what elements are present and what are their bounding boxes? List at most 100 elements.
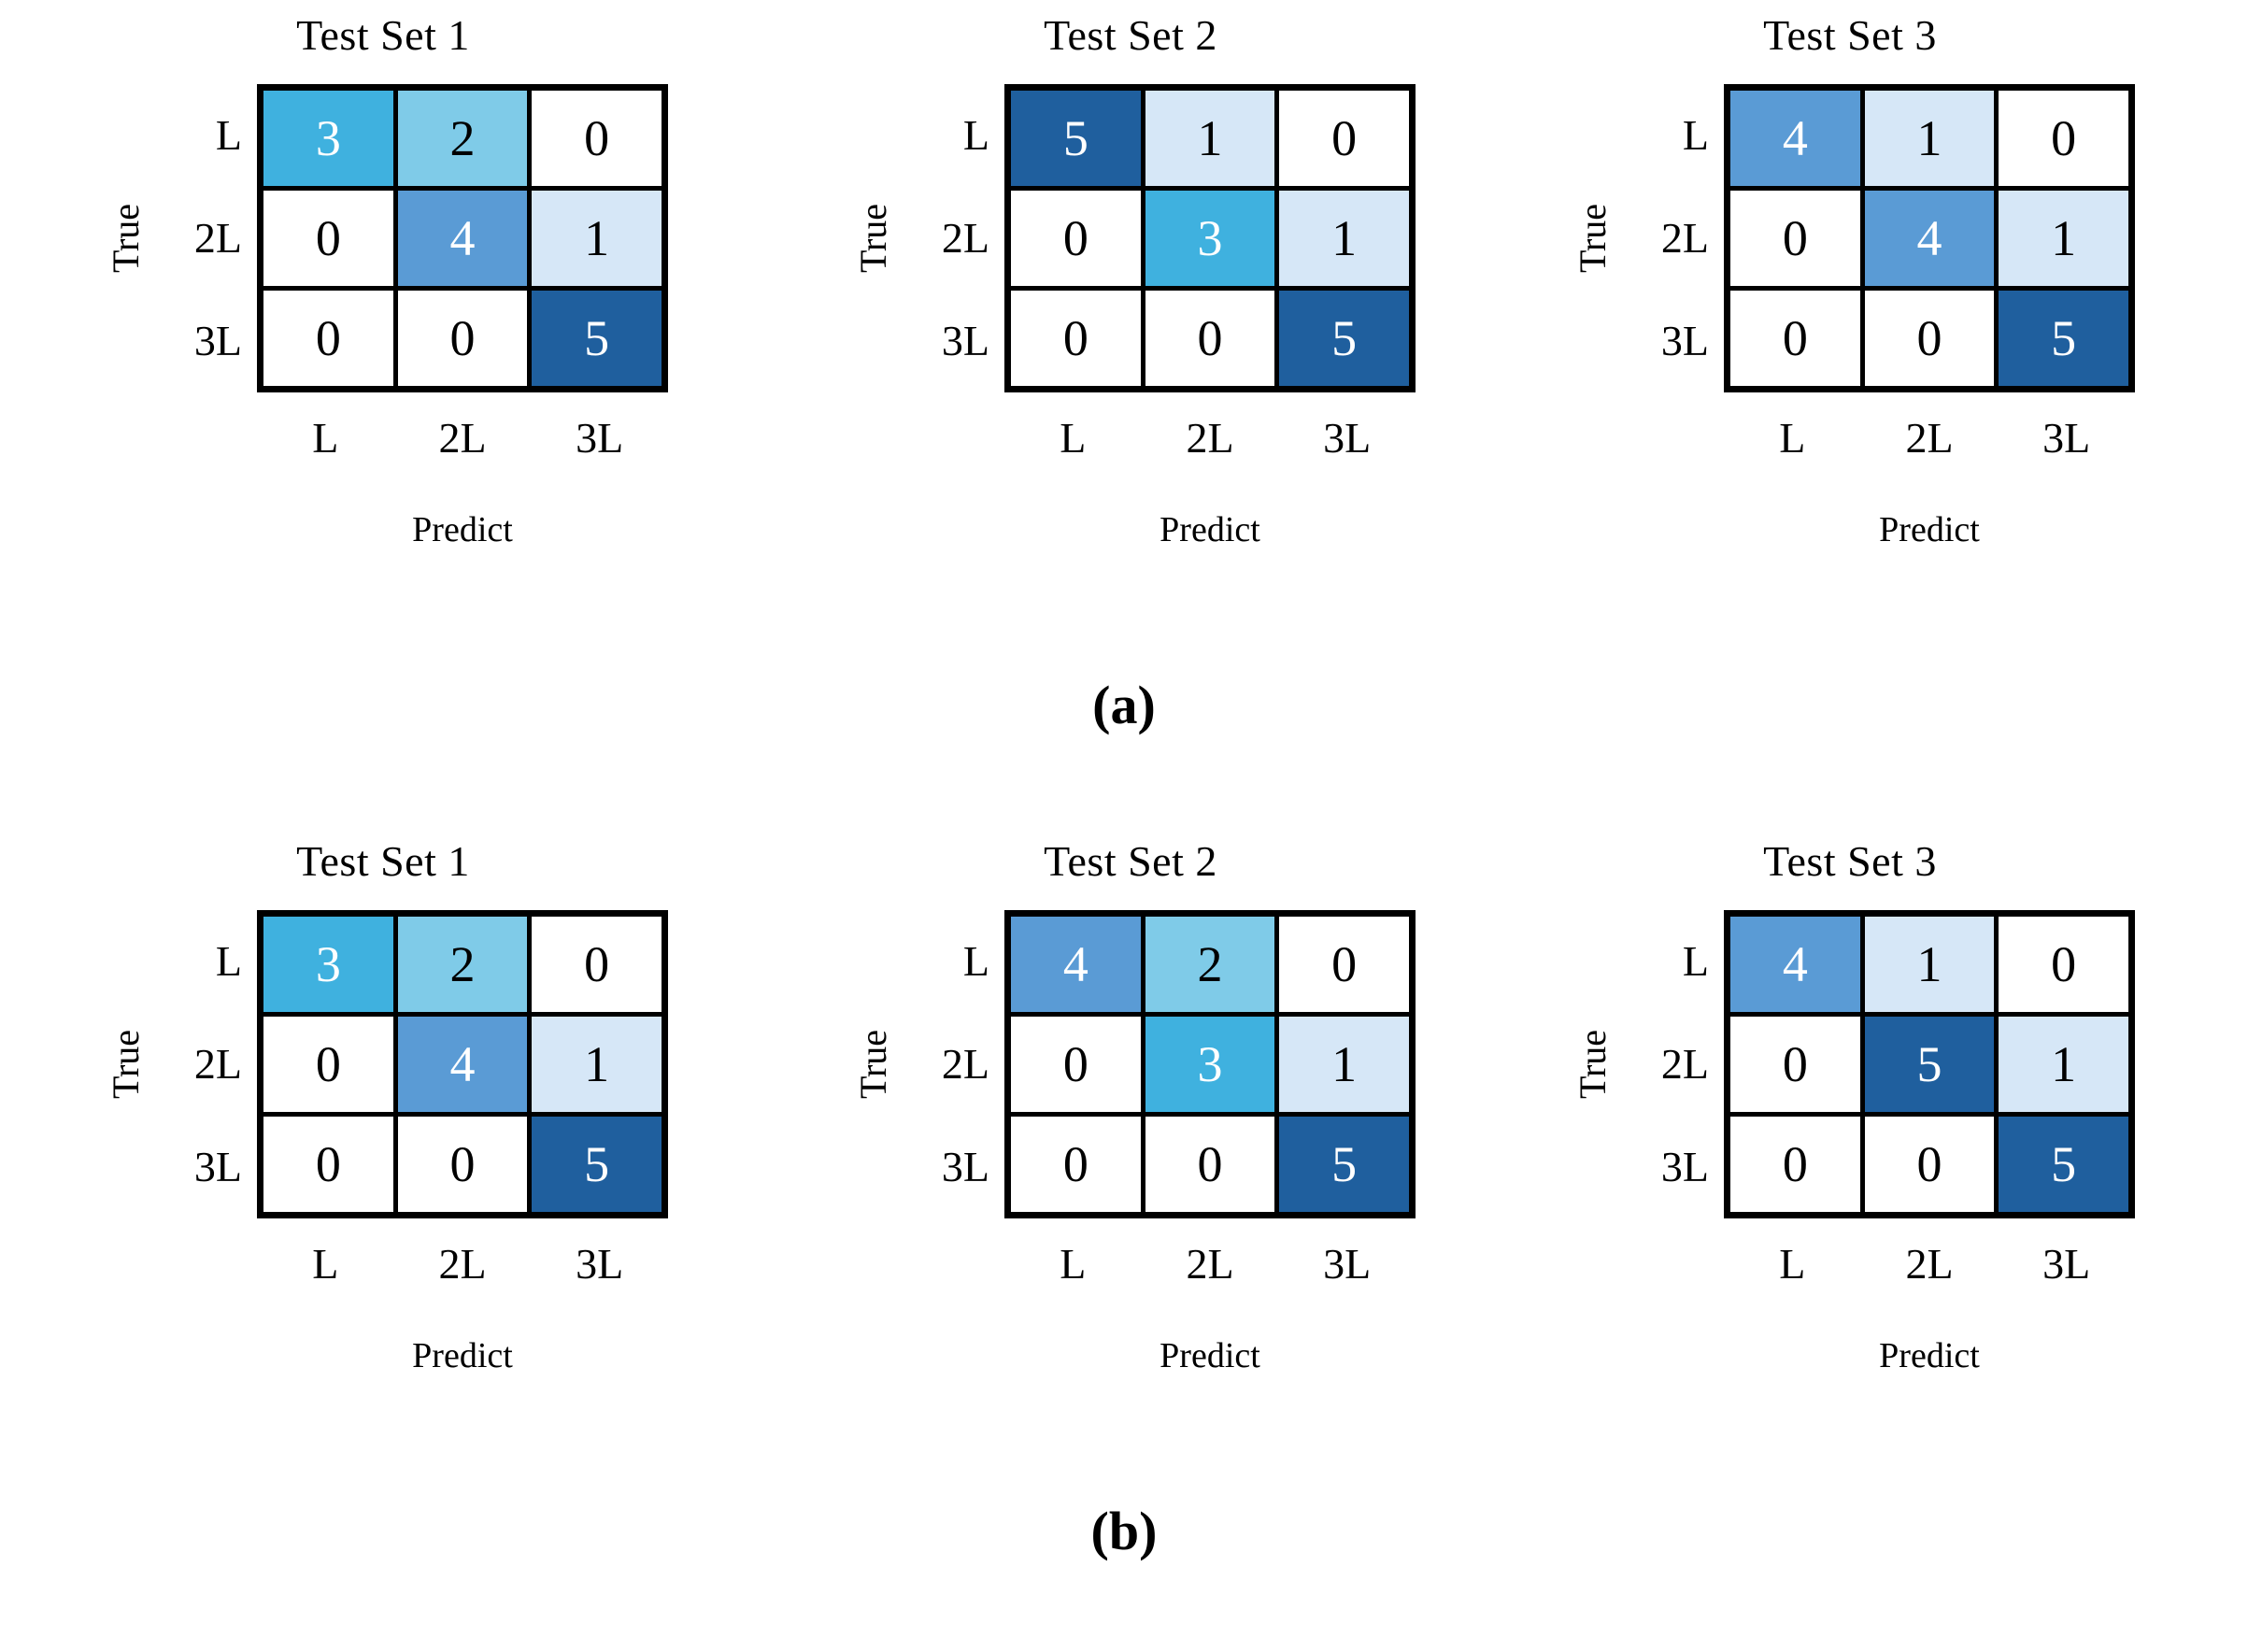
- row-label-2: 3L: [193, 1143, 242, 1190]
- column-labels: L 2L 3L: [1004, 1239, 1416, 1289]
- col-label-0: L: [312, 1240, 339, 1288]
- x-axis-label: Predict: [1160, 1336, 1260, 1375]
- matrix-cell-r0-c0: 3: [263, 91, 393, 186]
- col-label-2: 3L: [2042, 1240, 2091, 1288]
- matrix-cell-r0-c1: 2: [397, 917, 528, 1012]
- matrix-cell-r0-c0: 5: [1011, 91, 1141, 186]
- row-label-0: L: [1682, 111, 1709, 159]
- y-axis-label-text: True: [105, 203, 148, 274]
- col-label-2: 3L: [576, 1240, 624, 1288]
- matrix-cell-r1-c0: 0: [263, 191, 393, 286]
- matrix-cell-r0-c0: 4: [1011, 917, 1141, 1012]
- column-labels: L 2L 3L: [1724, 413, 2135, 463]
- x-axis-label: Predict: [1160, 510, 1260, 549]
- x-axis-label: Predict: [1879, 1336, 1980, 1375]
- matrix-cell-r2-c1: 0: [1145, 1117, 1275, 1212]
- matrix-cell-r1-c2: 1: [1279, 1017, 1409, 1112]
- matrix-title: Test Set 3: [1763, 11, 1937, 59]
- row-label-1: 2L: [1660, 214, 1709, 262]
- x-axis-label: Predict: [412, 1336, 513, 1375]
- col-label-0: L: [1779, 1240, 1806, 1288]
- col-label-1: 2L: [438, 414, 487, 462]
- y-axis-label-text: True: [105, 1029, 148, 1100]
- y-axis-label: True: [98, 84, 154, 392]
- y-axis-label-text: True: [852, 203, 895, 274]
- matrix-cell-r2-c0: 0: [1011, 1117, 1141, 1212]
- row-label-1: 2L: [1660, 1040, 1709, 1088]
- matrix-cell-r1-c1: 3: [1145, 191, 1275, 286]
- row-label-1: 2L: [193, 1040, 242, 1088]
- matrix-cell-r0-c1: 1: [1145, 91, 1275, 186]
- matrix-cell-r2-c0: 0: [263, 1117, 393, 1212]
- matrix-cell-r0-c0: 4: [1730, 91, 1860, 186]
- matrix-cell-r0-c2: 0: [532, 91, 662, 186]
- column-labels: L 2L 3L: [1004, 413, 1416, 463]
- matrix-cell-r1-c2: 1: [532, 191, 662, 286]
- row-label-1: 2L: [193, 214, 242, 262]
- y-axis-label: True: [1565, 84, 1621, 392]
- matrix-cell-r2-c1: 0: [397, 291, 528, 386]
- matrix-cell-r2-c1: 0: [1864, 1117, 1995, 1212]
- col-label-2: 3L: [1323, 414, 1372, 462]
- matrix-cell-r0-c2: 0: [1279, 91, 1409, 186]
- row-labels: L 2L 3L: [1627, 84, 1713, 392]
- column-labels: L 2L 3L: [257, 413, 668, 463]
- col-label-0: L: [312, 414, 339, 462]
- matrix-cell-r1-c2: 1: [1999, 1017, 2128, 1112]
- matrix-cell-r2-c1: 0: [397, 1117, 528, 1212]
- matrix-cell-r1-c0: 0: [1011, 1017, 1141, 1112]
- matrix-cell-r1-c2: 1: [1279, 191, 1409, 286]
- panel-caption-b: (b): [1090, 1501, 1158, 1561]
- y-axis-label-text: True: [1572, 1029, 1615, 1100]
- col-label-0: L: [1060, 414, 1087, 462]
- row-label-2: 3L: [1660, 317, 1709, 364]
- matrix-cell-r2-c2: 5: [1279, 291, 1409, 386]
- row-label-0: L: [215, 937, 242, 985]
- row-labels: L 2L 3L: [907, 84, 993, 392]
- row-label-0: L: [215, 111, 242, 159]
- matrix-cell-r1-c1: 3: [1145, 1017, 1275, 1112]
- col-label-1: 2L: [438, 1240, 487, 1288]
- matrix-cell-r0-c1: 2: [397, 91, 528, 186]
- col-label-1: 2L: [1186, 414, 1234, 462]
- matrix-cell-r1-c0: 0: [1730, 191, 1860, 286]
- matrix-cell-r0-c2: 0: [1279, 917, 1409, 1012]
- row-label-2: 3L: [1660, 1143, 1709, 1190]
- row-labels: L 2L 3L: [160, 910, 246, 1218]
- matrix-title: Test Set 1: [296, 837, 470, 885]
- column-labels: L 2L 3L: [1724, 1239, 2135, 1289]
- matrix-title: Test Set 3: [1763, 837, 1937, 885]
- row-labels: L 2L 3L: [1627, 910, 1713, 1218]
- col-label-2: 3L: [2042, 414, 2091, 462]
- matrix-cell-r2-c2: 5: [532, 1117, 662, 1212]
- y-axis-label: True: [846, 84, 902, 392]
- matrix-cell-r1-c1: 4: [1864, 191, 1995, 286]
- matrix-cell-r1-c0: 0: [263, 1017, 393, 1112]
- row-label-1: 2L: [941, 214, 989, 262]
- row-labels: L 2L 3L: [907, 910, 993, 1218]
- col-label-0: L: [1060, 1240, 1087, 1288]
- matrix-cell-r1-c1: 4: [397, 191, 528, 286]
- matrix-cell-r1-c1: 4: [397, 1017, 528, 1112]
- row-label-1: 2L: [941, 1040, 989, 1088]
- col-label-0: L: [1779, 414, 1806, 462]
- y-axis-label: True: [98, 910, 154, 1218]
- row-label-2: 3L: [941, 1143, 989, 1190]
- row-label-0: L: [962, 937, 989, 985]
